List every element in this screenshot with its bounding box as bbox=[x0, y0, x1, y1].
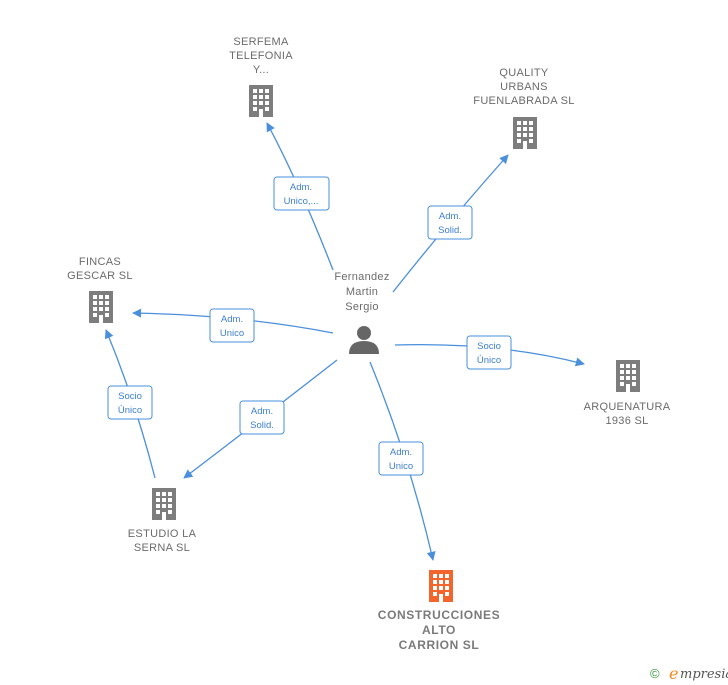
relation-text: Unico bbox=[389, 461, 413, 472]
company-label-line: Y... bbox=[253, 64, 269, 76]
building-icon bbox=[89, 291, 113, 323]
building-icon bbox=[513, 117, 537, 149]
company-label-line: SERNA SL bbox=[134, 542, 190, 554]
person-name-line-2: Martin bbox=[346, 286, 378, 298]
relation-label-serfema[interactable]: Adm. Unico,... bbox=[273, 176, 330, 211]
company-label-line: CONSTRUCCIONES bbox=[378, 608, 500, 622]
company-node-arquenatura[interactable]: ARQUENATURA 1936 SL bbox=[584, 360, 671, 427]
company-node-quality[interactable]: QUALITY URBANS FUENLABRADA SL bbox=[473, 67, 574, 149]
building-icon bbox=[249, 85, 273, 117]
company-label-line: URBANS bbox=[500, 81, 548, 93]
company-label-line: GESCAR SL bbox=[67, 270, 133, 282]
company-label-line: TELEFONIA bbox=[229, 50, 293, 62]
company-node-fincas[interactable]: FINCAS GESCAR SL bbox=[67, 256, 133, 323]
company-label-line: SERFEMA bbox=[233, 36, 289, 48]
company-label-line: FINCAS bbox=[79, 256, 121, 268]
company-label-line: FUENLABRADA SL bbox=[473, 95, 574, 107]
person-icon bbox=[349, 326, 379, 354]
brand-name: mpresia bbox=[680, 667, 728, 682]
person-name-line-1: Fernandez bbox=[334, 271, 389, 283]
relation-label-construcciones[interactable]: Adm. Unico bbox=[378, 441, 424, 476]
relation-label-quality[interactable]: Adm. Solid. bbox=[427, 205, 473, 240]
building-icon bbox=[616, 360, 640, 392]
company-label-line: ARQUENATURA bbox=[584, 401, 671, 413]
relation-text: Único bbox=[118, 405, 142, 416]
relation-text: Adm. bbox=[290, 182, 312, 193]
relation-label-arquenatura[interactable]: Socio Único bbox=[466, 335, 512, 370]
relation-label-fincas[interactable]: Adm. Unico bbox=[209, 308, 255, 343]
relation-text: Solid. bbox=[438, 225, 462, 236]
relation-text: Solid. bbox=[250, 420, 274, 431]
company-label-line: ALTO bbox=[422, 623, 456, 637]
edges bbox=[104, 122, 585, 561]
relation-label-estudio-fincas[interactable]: Socio Único bbox=[107, 385, 153, 420]
person-node[interactable]: Fernandez Martin Sergio bbox=[334, 271, 389, 354]
company-label-line: QUALITY bbox=[499, 67, 549, 79]
company-node-construcciones[interactable]: CONSTRUCCIONES ALTO CARRION SL bbox=[378, 570, 500, 652]
person-name-line-3: Sergio bbox=[345, 301, 379, 313]
building-icon bbox=[429, 570, 453, 602]
relation-text: Socio bbox=[118, 391, 142, 402]
relation-text: Único bbox=[477, 355, 501, 366]
company-node-serfema[interactable]: SERFEMA TELEFONIA Y... bbox=[229, 36, 293, 117]
company-label-line: ESTUDIO LA bbox=[128, 528, 197, 540]
relation-text: Adm. bbox=[439, 211, 461, 222]
relation-text: Unico bbox=[220, 328, 244, 339]
relation-text: Adm. bbox=[221, 314, 243, 325]
relation-text: Adm. bbox=[251, 406, 273, 417]
company-node-estudio[interactable]: ESTUDIO LA SERNA SL bbox=[128, 488, 197, 554]
building-icon bbox=[152, 488, 176, 520]
relation-label-estudio[interactable]: Adm. Solid. bbox=[239, 400, 285, 435]
relation-text: Adm. bbox=[390, 447, 412, 458]
company-label-line: CARRION SL bbox=[399, 638, 480, 652]
brand-initial: e bbox=[669, 664, 678, 683]
watermark: © e mpresia bbox=[650, 664, 728, 683]
copyright-icon: © bbox=[650, 666, 660, 681]
relation-text: Socio bbox=[477, 341, 501, 352]
relation-text: Unico,... bbox=[284, 196, 319, 207]
company-label-line: 1936 SL bbox=[605, 415, 648, 427]
